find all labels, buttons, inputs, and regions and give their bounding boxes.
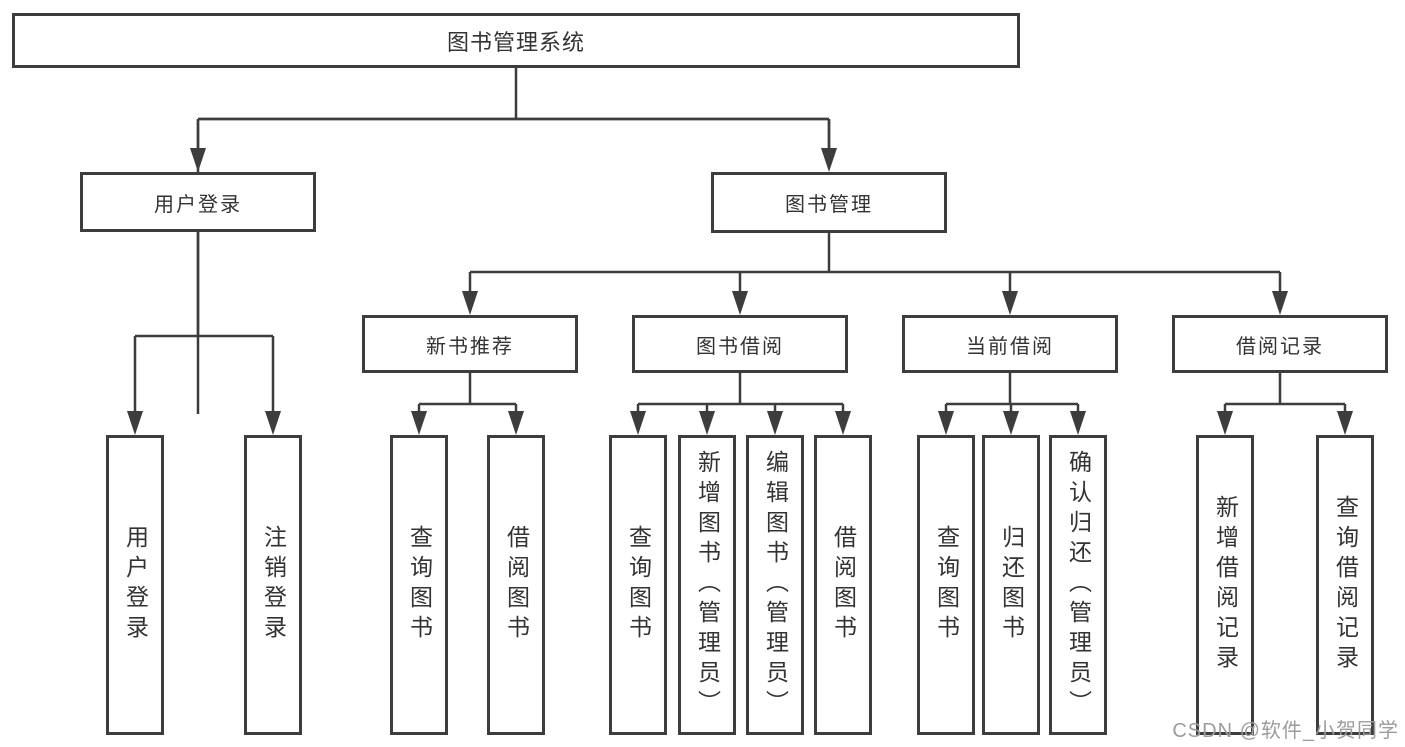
arrowheads-recommend-leaves: [411, 411, 524, 435]
leaf-borrowing-borrow-books: 借阅图书: [814, 435, 872, 735]
node-label: 图书管理: [785, 194, 873, 216]
arrowheads-borrow-leaves: [630, 411, 851, 435]
node-label: 查询图书: [933, 525, 960, 645]
leaf-current-return-books: 归还图书: [982, 435, 1040, 735]
arrowheads-current-leaves: [938, 411, 1086, 435]
edge-root-to-level2: [196, 68, 831, 414]
node-label: 借阅记录: [1236, 335, 1324, 358]
node-label: 图书借阅: [696, 335, 784, 358]
leaf-records-query-record: 查询借阅记录: [1316, 435, 1374, 735]
edge-borrow-to-leaves: [636, 373, 845, 414]
edge-manage-to-level3: [468, 233, 1282, 295]
node-label: 借阅图书: [830, 525, 857, 645]
node-label: 查询图书: [406, 525, 433, 645]
node-book-management-branch: 图书管理: [711, 172, 947, 233]
node-label: 新增借阅记录: [1212, 495, 1239, 675]
node-label: 图书管理系统: [446, 29, 585, 55]
edge-recommend-to-leaves: [417, 373, 518, 414]
arrowheads-login-leaves: [127, 411, 281, 435]
node-label: 查询图书: [625, 525, 652, 645]
arrowheads-level3: [462, 291, 1288, 315]
node-label: 确认归还（管理员）: [1065, 450, 1092, 720]
node-system-root: 图书管理系统: [12, 13, 1020, 68]
leaf-recommend-borrow-books: 借阅图书: [487, 435, 545, 735]
arrowheads-records-leaves: [1217, 411, 1353, 435]
edge-records-to-leaves: [1223, 373, 1347, 414]
node-label: 新增图书（管理员）: [694, 450, 721, 720]
node-book-borrowing: 图书借阅: [632, 315, 848, 373]
leaf-logout: 注销登录: [244, 435, 302, 735]
node-label: 查询借阅记录: [1332, 495, 1359, 675]
csdn-watermark: CSDN @软件_小贺同学: [1172, 720, 1399, 742]
leaf-user-login: 用户登录: [106, 435, 164, 735]
leaf-recommend-query-books: 查询图书: [390, 435, 448, 735]
node-new-book-recommend: 新书推荐: [362, 315, 578, 373]
leaf-borrowing-add-books-admin: 新增图书（管理员）: [678, 435, 736, 735]
leaf-records-add-record: 新增借阅记录: [1196, 435, 1254, 735]
node-borrowing-records: 借阅记录: [1172, 315, 1388, 373]
node-label: 用户登录: [154, 193, 242, 216]
node-current-borrowing: 当前借阅: [902, 315, 1118, 373]
node-label: 编辑图书（管理员）: [762, 450, 789, 720]
leaf-current-query-books: 查询图书: [917, 435, 975, 735]
edge-login-to-leaves: [133, 232, 275, 415]
leaf-borrowing-query-books: 查询图书: [609, 435, 667, 735]
arrowheads-level2: [190, 148, 837, 172]
node-label: 借阅图书: [503, 525, 530, 645]
node-label: 注销登录: [260, 525, 287, 645]
leaf-current-confirm-return-admin: 确认归还（管理员）: [1049, 435, 1107, 735]
edge-current-to-leaves: [944, 373, 1080, 414]
node-label: 当前借阅: [966, 335, 1054, 358]
node-label: 归还图书: [998, 525, 1025, 645]
node-user-login-branch: 用户登录: [80, 172, 316, 232]
node-label: 新书推荐: [426, 335, 514, 358]
leaf-borrowing-edit-books-admin: 编辑图书（管理员）: [746, 435, 804, 735]
node-label: 用户登录: [122, 525, 149, 645]
